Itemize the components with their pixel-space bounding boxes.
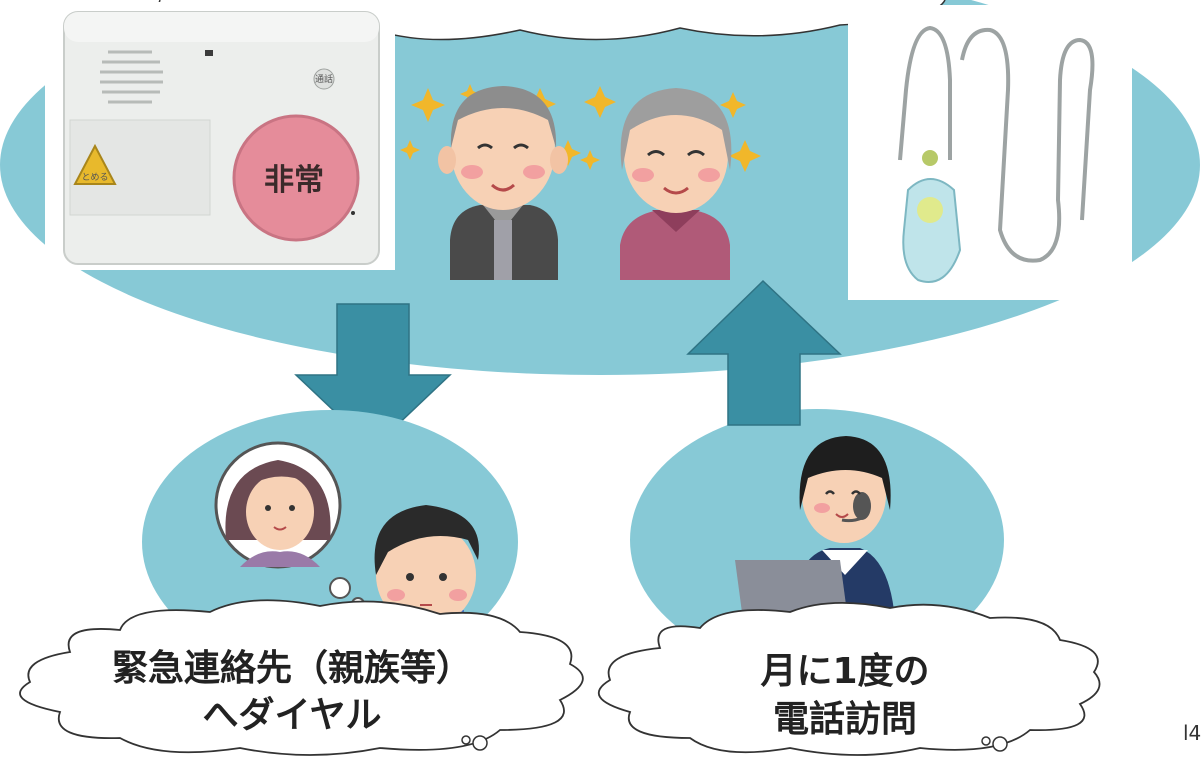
emergency-button [232, 114, 360, 242]
up-arrow [686, 279, 842, 426]
boy-thinking-illustration [214, 441, 479, 640]
warning-icon: とめる [73, 143, 117, 185]
pendant-device-image [848, 5, 1132, 300]
old-man [438, 86, 568, 280]
emergency-device-image: 通話 とめる 非常 [45, 2, 395, 270]
left-cloud-line2: へダイヤル [203, 695, 382, 736]
left-speech-cloud: 緊急連絡先（親族等） へダイヤル [19, 599, 584, 756]
old-woman [620, 88, 732, 280]
down-arrow [294, 303, 452, 450]
elderly-couple-illustration [400, 84, 761, 280]
page-number: l4 [1183, 721, 1201, 745]
relative-woman-in-bubble [225, 460, 331, 567]
speaker-grille [100, 50, 163, 104]
call-button-small [313, 68, 335, 90]
emergency-button-label: 非常 [264, 163, 324, 198]
call-badge-label: 通話 [315, 73, 333, 85]
left-cloud-line1: 緊急連絡先（親族等） [112, 648, 472, 689]
right-cloud-line1: 月に1度の [760, 651, 929, 692]
svg-text:とめる: とめる [81, 172, 108, 183]
right-cloud-line2: 電話訪問 [773, 699, 917, 740]
right-speech-cloud: 月に1度の 電話訪問 [597, 601, 1101, 756]
